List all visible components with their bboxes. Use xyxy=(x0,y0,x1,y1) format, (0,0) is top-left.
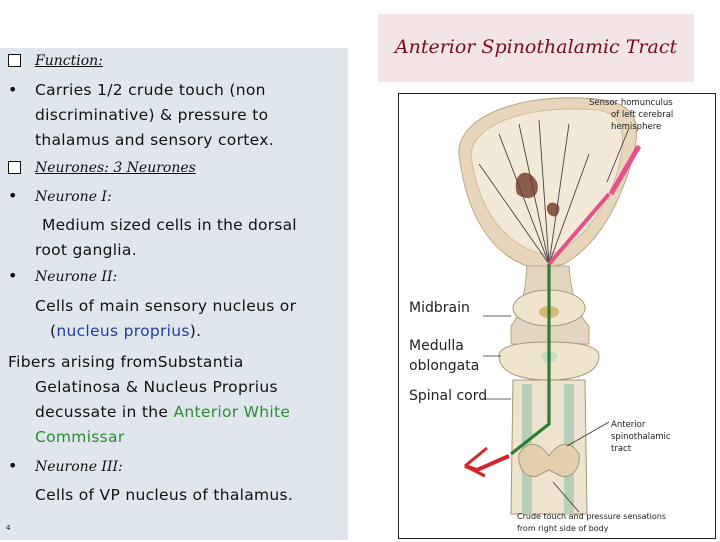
fibers-text-line2: Gelatinosa & Nucleus Proprius xyxy=(35,378,278,396)
bullet-icon: • xyxy=(8,266,18,285)
medulla-label-line1: Medulla xyxy=(409,338,464,354)
checkbox-bullet-icon xyxy=(8,161,21,174)
neurone3-text: Cells of VP nucleus of thalamus. xyxy=(35,486,294,504)
neurone1-heading: Neurone I: xyxy=(35,189,112,205)
homunculus-label-line1: Sensor homunculus xyxy=(589,98,673,108)
text-panel xyxy=(0,48,348,540)
function-text-line3: thalamus and sensory cortex. xyxy=(35,131,274,149)
checkbox-bullet-icon xyxy=(8,54,21,67)
bullet-icon: • xyxy=(8,456,18,475)
slide-title: Anterior Spinothalamic Tract xyxy=(394,36,678,58)
neurone1-text-line2: root ganglia. xyxy=(35,241,137,259)
tract-label-line1: Anterior xyxy=(611,420,646,430)
paren-close: ). xyxy=(189,322,202,340)
homunculus-label-line3: hemisphere xyxy=(611,122,662,132)
midbrain-label: Midbrain xyxy=(409,300,470,316)
bullet-icon: • xyxy=(8,186,18,205)
nucleus-proprius-term: nucleus proprius xyxy=(56,322,190,340)
fibers-text-line1: Fibers arising fromSubstantia xyxy=(8,353,244,371)
neurones-heading: Neurones: 3 Neurones xyxy=(35,160,196,176)
paren-open: ( xyxy=(50,322,57,340)
medulla-label-line2: oblongata xyxy=(409,358,480,374)
fibers-text-plain: decussate in the xyxy=(35,403,169,421)
function-text-line2: discriminative) & pressure to xyxy=(35,106,269,124)
page-number: 4 xyxy=(6,524,11,532)
neurone2-heading: Neurone II: xyxy=(35,269,118,285)
anterior-white-term: Anterior White xyxy=(173,403,291,421)
tract-label-line3: tract xyxy=(611,444,632,454)
commissar-term: Commissar xyxy=(35,428,125,446)
neurone3-heading: Neurone III: xyxy=(35,459,123,475)
homunculus-label-line2: of left cerebral xyxy=(611,110,674,120)
spinal-cord-label: Spinal cord xyxy=(409,388,488,404)
bullet-icon: • xyxy=(8,80,18,99)
bottom-label-line1: Crude touch and pressure sensations xyxy=(517,512,667,521)
function-text-line1: Carries 1/2 crude touch (non xyxy=(35,81,266,99)
spinothalamic-diagram: Sensor homunculus of left cerebral hemis… xyxy=(398,93,716,539)
fibers-text-line3: decussate in the Anterior White xyxy=(35,403,290,421)
neurone2-text-line1: Cells of main sensory nucleus or xyxy=(35,297,297,315)
title-box: Anterior Spinothalamic Tract xyxy=(378,14,694,82)
diagram-illustration xyxy=(458,97,642,515)
function-heading: Function: xyxy=(35,53,103,69)
neurone2-text-line2: (nucleus proprius). xyxy=(50,322,201,340)
neurone1-text-line1: Medium sized cells in the dorsal xyxy=(42,216,297,234)
bottom-label-line2: from right side of body xyxy=(517,524,609,533)
tract-label-line2: spinothalamic xyxy=(611,432,671,442)
